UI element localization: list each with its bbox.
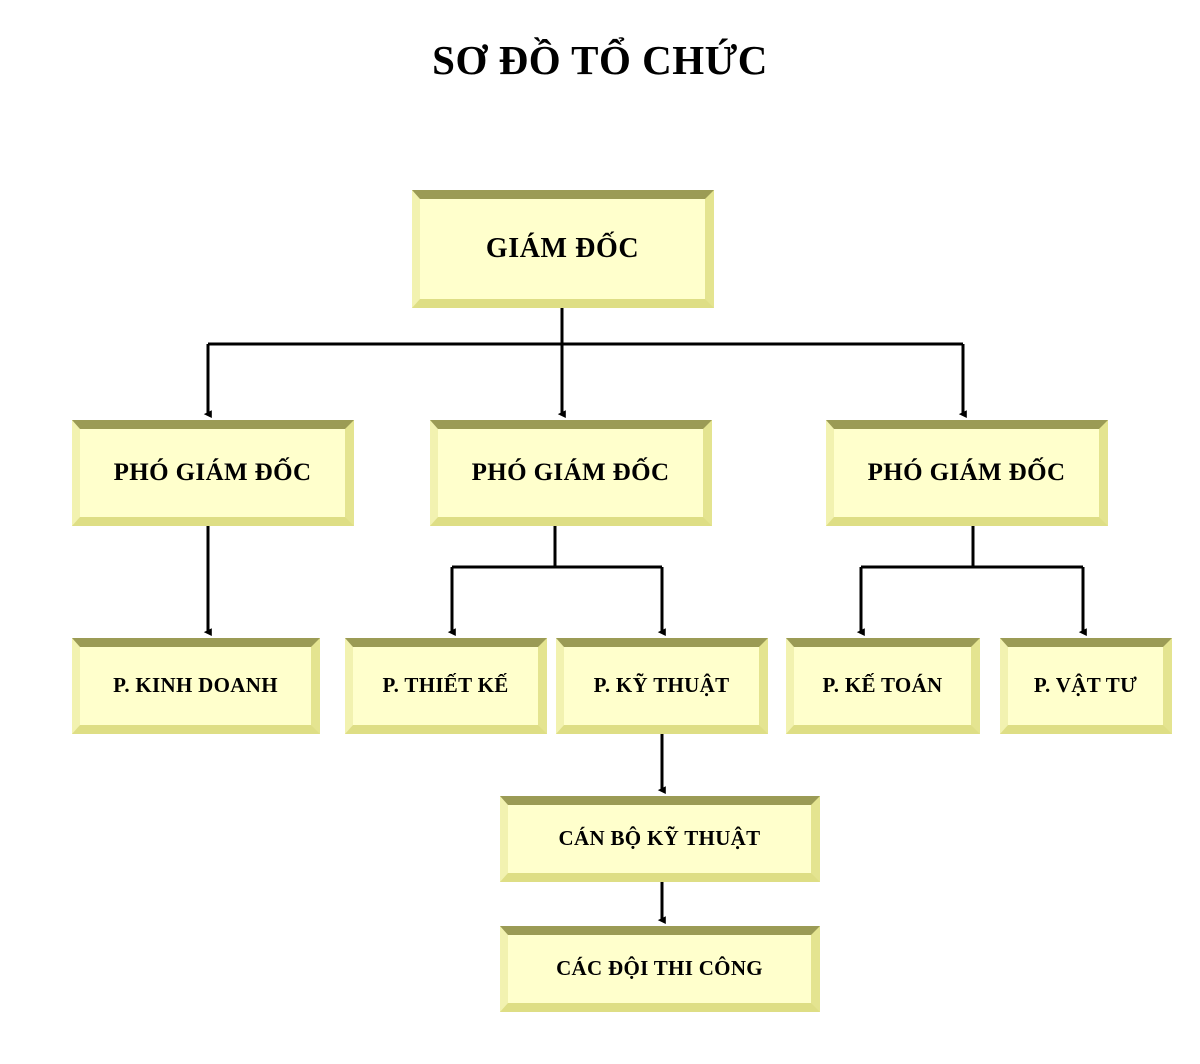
node-label: CÁN BỘ KỸ THUẬT xyxy=(558,826,761,851)
node-p-vat-tu[interactable]: P. VẬT TƯ xyxy=(1000,638,1172,734)
node-giam-doc[interactable]: GIÁM ĐỐC xyxy=(412,190,714,308)
node-label: GIÁM ĐỐC xyxy=(485,232,640,264)
node-label: P. KẾ TOÁN xyxy=(822,673,943,698)
node-pho-giam-doc-2[interactable]: PHÓ GIÁM ĐỐC xyxy=(430,420,712,526)
node-cac-doi-thi-cong[interactable]: CÁC ĐỘI THI CÔNG xyxy=(500,926,820,1012)
node-p-ke-toan[interactable]: P. KẾ TOÁN xyxy=(786,638,980,734)
node-p-kinh-doanh[interactable]: P. KINH DOANH xyxy=(72,638,320,734)
node-pho-giam-doc-1[interactable]: PHÓ GIÁM ĐỐC xyxy=(72,420,354,526)
page-title: SƠ ĐỒ TỔ CHỨC xyxy=(432,37,768,83)
node-p-ky-thuat[interactable]: P. KỸ THUẬT xyxy=(556,638,768,734)
node-label: P. KINH DOANH xyxy=(113,673,278,698)
node-can-bo-ky-thuat[interactable]: CÁN BỘ KỸ THUẬT xyxy=(500,796,820,882)
node-label: P. KỸ THUẬT xyxy=(593,673,730,698)
node-label: P. VẬT TƯ xyxy=(1033,673,1138,698)
node-pho-giam-doc-3[interactable]: PHÓ GIÁM ĐỐC xyxy=(826,420,1108,526)
node-label: PHÓ GIÁM ĐỐC xyxy=(471,459,670,487)
node-p-thiet-ke[interactable]: P. THIẾT KẾ xyxy=(345,638,547,734)
node-label: P. THIẾT KẾ xyxy=(382,673,509,698)
node-label: PHÓ GIÁM ĐỐC xyxy=(867,459,1066,487)
node-label: CÁC ĐỘI THI CÔNG xyxy=(556,956,763,981)
node-label: PHÓ GIÁM ĐỐC xyxy=(113,459,312,487)
